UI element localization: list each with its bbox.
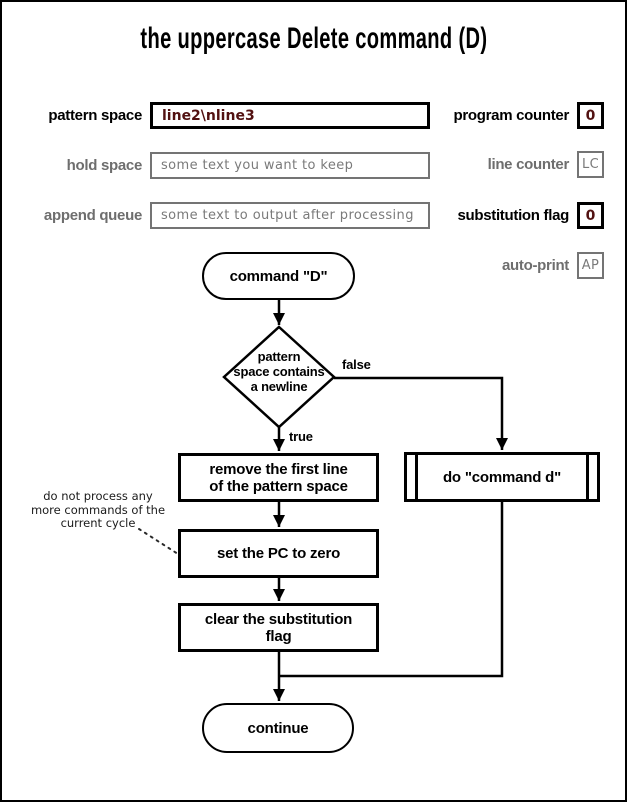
branch-label-true: true <box>289 429 313 444</box>
set-pc-label: set the PC to zero <box>216 545 341 562</box>
pattern-space-value: line2\nline3 <box>162 107 255 124</box>
annotation-note: do not process any more commands of the … <box>26 489 170 531</box>
predefined-process-bar-right <box>586 455 589 499</box>
node-continue-label: continue <box>247 719 309 737</box>
node-do-command-d: do "command d" <box>404 452 600 502</box>
clear-line-1: clear the substitution <box>204 610 353 628</box>
annotation-line-2: more commands of the <box>30 502 166 517</box>
node-continue: continue <box>202 703 354 753</box>
predefined-process-bar-left <box>415 455 418 499</box>
page-title-text: the uppercase Delete command (D) <box>140 22 487 55</box>
substitution-flag-label: substitution flag <box>457 207 569 224</box>
hold-space-label: hold space <box>66 157 143 174</box>
node-clear-substitution-flag: clear the substitution flag <box>178 603 379 652</box>
append-queue-value: some text to output after processing <box>161 208 414 223</box>
decision-line-2: space contains <box>233 364 325 379</box>
pattern-space-label: pattern space <box>48 107 142 124</box>
do-command-d-label: do "command d" <box>442 468 562 486</box>
remove-line-1: remove the first line <box>209 460 348 478</box>
program-counter-label: program counter <box>453 107 569 124</box>
decision-line-1: pattern <box>257 349 301 364</box>
decision-line-3: a newline <box>250 379 308 394</box>
node-start: command "D" <box>202 252 355 300</box>
line-counter-box: LC <box>577 151 604 178</box>
substitution-flag-box: 0 <box>577 202 604 229</box>
node-set-pc-zero: set the PC to zero <box>178 529 379 578</box>
remove-line-2: of the pattern space <box>209 477 348 495</box>
annotation-pointer-line <box>138 528 179 555</box>
node-remove-first-line: remove the first line of the pattern spa… <box>178 453 379 502</box>
auto-print-box: AP <box>577 252 604 279</box>
pattern-space-box: line2\nline3 <box>150 102 430 129</box>
hold-space-box: some text you want to keep <box>150 152 430 179</box>
line-counter-value: LC <box>581 157 600 172</box>
hold-space-value: some text you want to keep <box>161 158 354 173</box>
node-decision-label: pattern space contains a newline <box>219 349 339 394</box>
edge-false-to-do-d <box>334 376 508 450</box>
branch-label-false: false <box>342 357 371 372</box>
program-counter-value: 0 <box>585 107 596 124</box>
append-queue-box: some text to output after processing <box>150 202 430 229</box>
append-queue-label: append queue <box>43 207 142 224</box>
line-counter-label: line counter <box>487 156 570 173</box>
node-start-label: command "D" <box>229 267 328 285</box>
auto-print-value: AP <box>581 258 600 273</box>
auto-print-label: auto-print <box>502 257 569 274</box>
clear-line-2: flag <box>265 627 292 645</box>
page-title: the uppercase Delete command (D) <box>2 22 625 56</box>
annotation-line-1: do not process any <box>43 489 153 503</box>
program-counter-box: 0 <box>577 102 604 129</box>
annotation-line-3: current cycle <box>60 516 136 530</box>
substitution-flag-value: 0 <box>585 207 596 224</box>
